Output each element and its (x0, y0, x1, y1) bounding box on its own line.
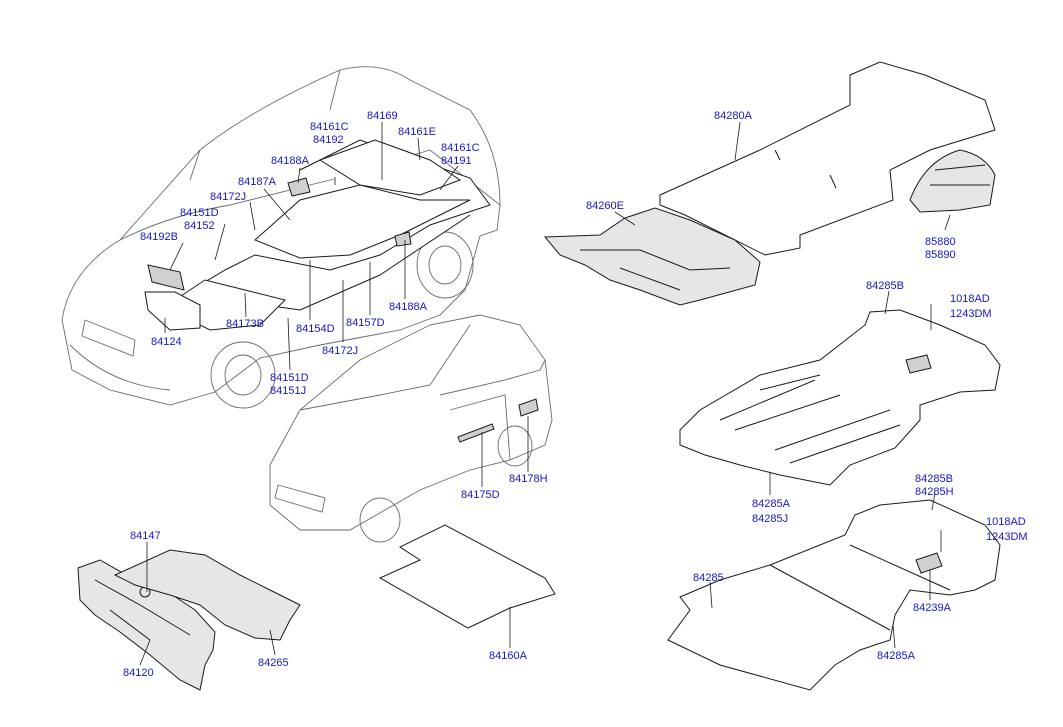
part-label-1243DM-b: 1243DM (986, 531, 1028, 543)
part-label-84188A-b: 84188A (389, 301, 427, 313)
part-label-84161C-a: 84161C (310, 121, 349, 133)
part-label-85890: 85890 (925, 249, 956, 261)
floor-mat-84285A (679, 304, 1001, 486)
part-label-84161E: 84161E (398, 126, 436, 138)
part-label-84152: 84152 (184, 220, 215, 232)
part-label-84285J: 84285J (752, 513, 789, 525)
wheelhouse-cover-85880 (909, 149, 996, 213)
part-label-84154D: 84154D (296, 323, 335, 335)
part-label-84192-a: 84192 (313, 134, 344, 146)
part-label-84160A: 84160A (489, 650, 527, 662)
part-label-84191: 84191 (441, 155, 472, 167)
dash-insulation-84265 (113, 549, 301, 641)
part-label-84187A: 84187A (238, 176, 276, 188)
part-label-84192B: 84192B (140, 231, 178, 243)
part-label-84169: 84169 (367, 110, 398, 122)
part-label-84124: 84124 (151, 336, 182, 348)
part-label-84239A: 84239A (913, 602, 951, 614)
part-label-1243DM-a: 1243DM (950, 308, 992, 320)
part-label-84161C-b: 84161C (441, 142, 480, 154)
part-label-84120: 84120 (123, 667, 154, 679)
carpet-84260E (543, 207, 761, 306)
part-label-84151J: 84151J (270, 385, 307, 397)
part-label-84151D-a: 84151D (180, 207, 219, 219)
part-label-84172J-b: 84172J (322, 345, 359, 357)
part-label-84147: 84147 (130, 530, 161, 542)
part-label-84285A-b: 84285A (877, 650, 915, 662)
part-label-84285B-b: 84285B (915, 473, 953, 485)
vehicle-body-outline (61, 66, 501, 409)
floor-covering-84280A (659, 61, 996, 256)
van-exterior (269, 314, 553, 543)
leader-lines (139, 121, 951, 666)
part-label-84188A-a: 84188A (271, 155, 309, 167)
floor-mat-84160A (378, 524, 556, 629)
floor-insulation-pads (144, 139, 491, 331)
part-label-1018AD-b: 1018AD (986, 516, 1026, 528)
part-label-84285: 84285 (693, 572, 724, 584)
part-label-84285A-a: 84285A (752, 498, 790, 510)
part-label-84157D: 84157D (346, 317, 385, 329)
part-label-84151D-b: 84151D (270, 372, 309, 384)
part-label-84280A: 84280A (714, 110, 752, 122)
part-label-84178H: 84178H (509, 473, 548, 485)
part-label-84173B: 84173B (226, 318, 264, 330)
part-label-84260E: 84260E (586, 200, 624, 212)
part-label-84175D: 84175D (461, 489, 500, 501)
part-label-84265: 84265 (258, 657, 289, 669)
part-label-1018AD-a: 1018AD (950, 293, 990, 305)
floor-mat-84285 (667, 499, 1001, 691)
part-label-84285H: 84285H (915, 486, 954, 498)
part-label-84172J-a: 84172J (210, 191, 247, 203)
part-label-85880: 85880 (925, 236, 956, 248)
part-label-84285B-a: 84285B (866, 280, 904, 292)
